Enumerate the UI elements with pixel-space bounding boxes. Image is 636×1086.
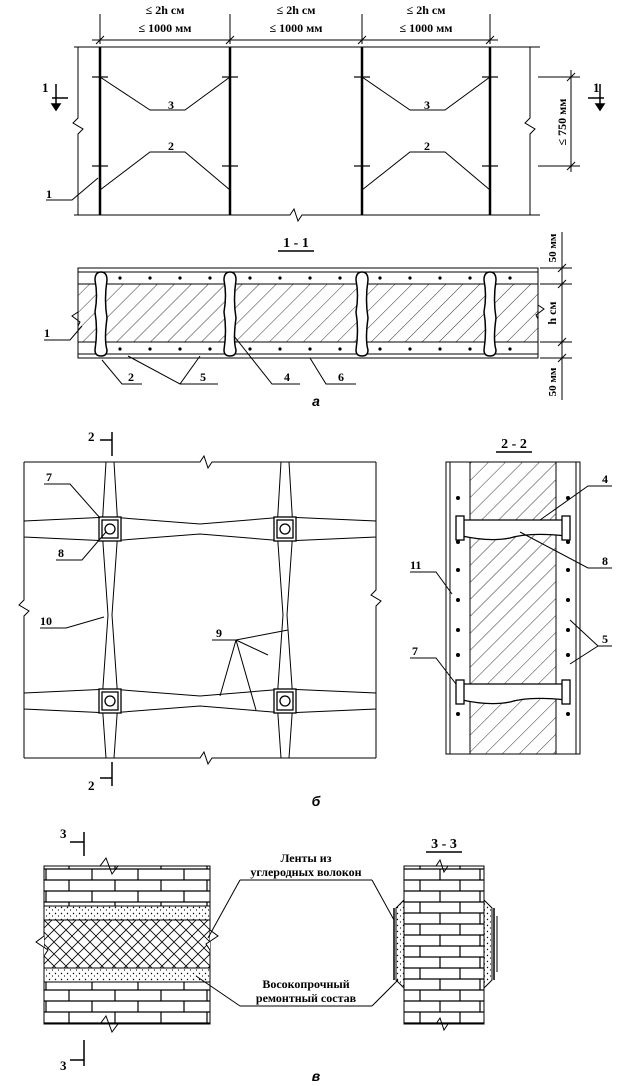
dim-top-1: ≤ 2h см [146,3,185,17]
sec2-label-11: 11 [410,558,421,572]
label-7: 7 [46,470,52,484]
leader-1 [46,177,99,201]
dim-bottom-3: ≤ 1000 мм [400,21,453,35]
section-title-1-1: 1 - 1 [283,236,309,251]
sec-label-4: 4 [284,370,290,384]
section-marker-2-label-bottom: 2 [88,778,95,793]
callout-3-left: 3 [168,98,174,112]
section-2-2-body [445,461,581,755]
label-9: 9 [216,626,222,640]
note-leaders [195,879,399,1007]
note-2-line-1: Восокопрочный [262,977,349,991]
mesh-dots-bottom [118,347,512,351]
note-1-line-2: углеродных волокон [250,865,361,879]
callout-1: 1 [46,187,52,201]
sec-label-1: 1 [44,326,50,340]
section-marker-3 [70,832,85,1066]
sec-label-6: 6 [338,370,344,384]
break-mark-left [71,284,81,342]
panel-a: ≤ 2h см ≤ 2h см ≤ 2h см ≤ 1000 мм ≤ 1000… [42,3,606,409]
dim-bottom-1: ≤ 1000 мм [139,21,192,35]
dim-50-bottom: 50 мм [547,367,559,396]
section-1-1-body [77,267,539,359]
dimension-side [538,70,580,172]
callout-2-left: 2 [168,139,174,153]
note-2-line-2: ремонтный состав [256,991,357,1005]
section-2-2-anchors [455,515,571,705]
section-dims [540,232,572,400]
dim-top-3: ≤ 2h см [407,3,446,17]
panel-c: 3 3 3 - 3 [35,826,498,1084]
sec2-label-7: 7 [412,644,418,658]
anchor-lines [98,47,492,215]
section-title-3-3: 3 - 3 [431,837,457,852]
section-3-3-body [393,865,498,1025]
section-title-2-2: 2 - 2 [501,437,527,452]
caption-c: в [312,1068,321,1084]
dim-50-top: 50 мм [547,233,559,262]
anchor-plates [98,516,297,714]
section-leaders [44,325,356,385]
carbon-straps [23,461,377,759]
panel-b-leaders [40,483,289,711]
section-marker-3-label-bottom: 3 [60,1058,67,1073]
plan-frame [18,454,382,766]
sec-label-5: 5 [200,370,206,384]
wall-plan-outline [72,46,540,223]
section-marker-1-label-right: 1 [593,80,600,95]
wall-elevation [43,865,211,1025]
dim-h: h см [545,301,559,324]
through-anchors [94,271,497,357]
section-marker-3-label-top: 3 [60,826,67,841]
mesh-dots-top [118,276,512,280]
break-mark-right [535,284,545,342]
caption-b: б [312,793,321,809]
note-1-line-1: Ленты из [280,851,331,865]
label-8: 8 [58,546,64,560]
callout-2-right: 2 [424,139,430,153]
dim-bottom-2: ≤ 1000 мм [270,21,323,35]
label-10: 10 [40,614,52,628]
section-marker-1-label-left: 1 [42,80,49,95]
section-marker-2-label-top: 2 [88,429,95,444]
dim-side-750: ≤ 750 мм [555,99,569,146]
anchor-ticks [92,76,498,167]
panel-b: 2 2 [18,429,612,809]
dim-top-2: ≤ 2h см [277,3,316,17]
section-2-2-leaders [410,485,612,685]
sec2-label-8: 8 [602,554,608,568]
bent-bars [99,76,491,191]
section-3-3-break [404,858,484,1032]
sec2-label-4: 4 [602,472,608,486]
caption-a: а [312,393,320,409]
sec2-label-5: 5 [602,632,608,646]
sec-label-2: 2 [128,370,134,384]
section-2-2-dots [456,496,570,716]
section-marker-1 [50,84,606,112]
callout-3-right: 3 [424,98,430,112]
wall-break-lines [35,856,219,1034]
dimension-chain-top [92,14,498,45]
section-marker-2 [100,432,113,786]
